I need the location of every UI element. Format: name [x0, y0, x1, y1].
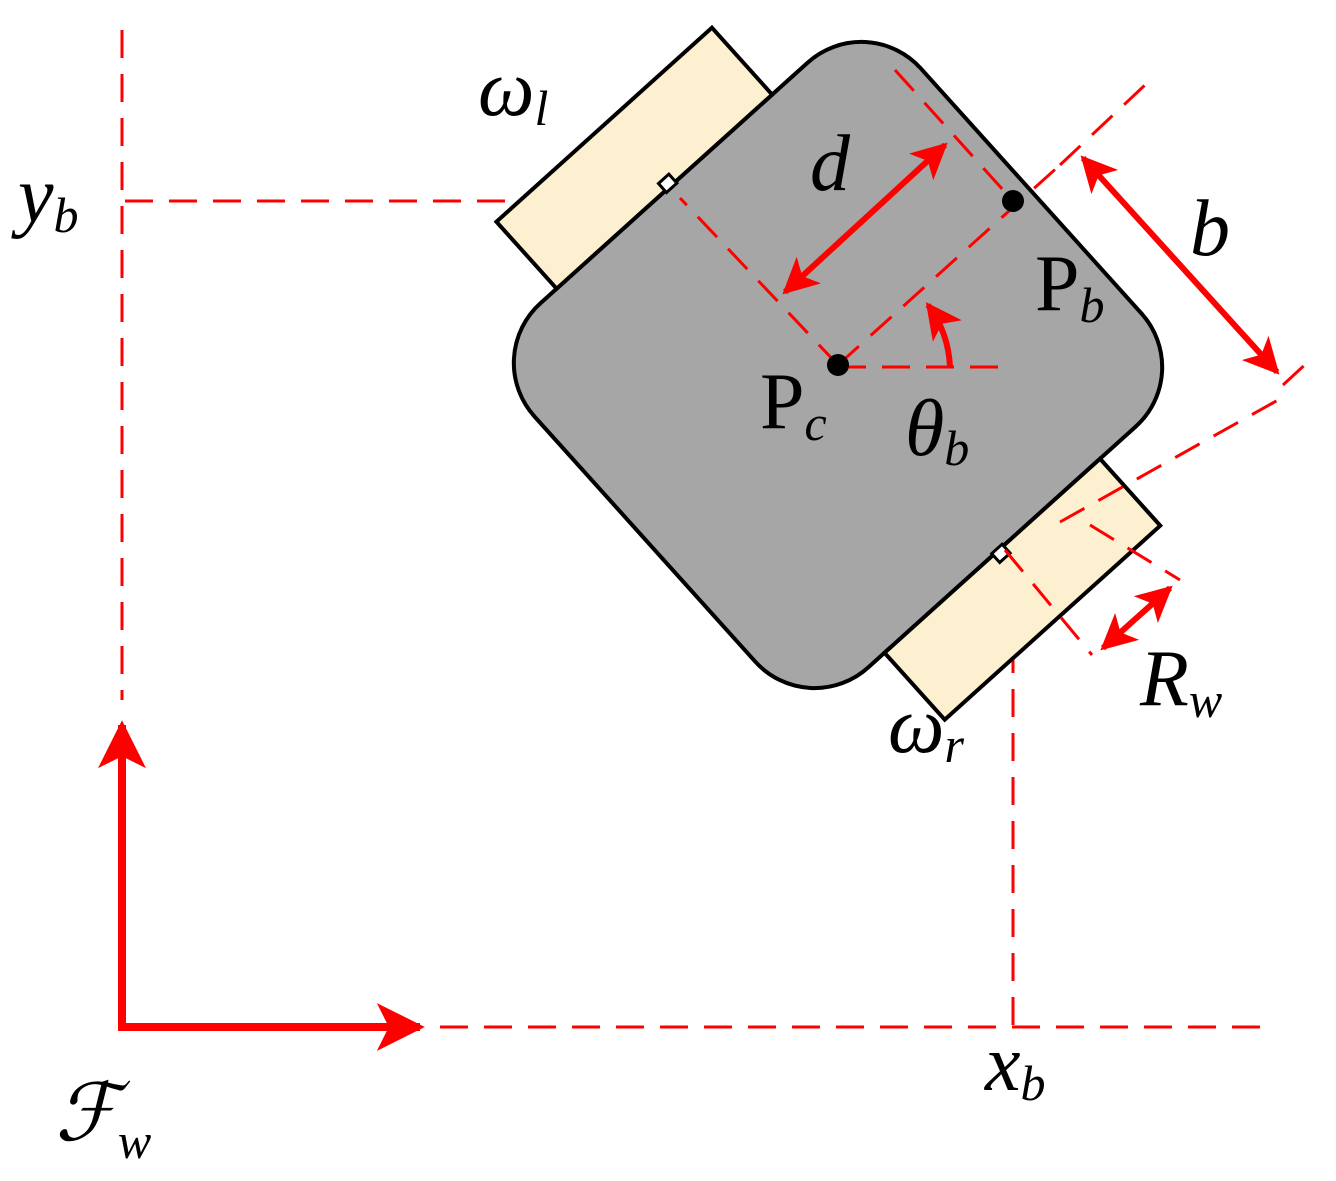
pc-to-front-line: [678, 196, 840, 367]
b-extension-top: [1058, 83, 1147, 167]
left-axle: [656, 172, 680, 195]
pc-to-pb-line: [836, 163, 1062, 367]
wheel-axis-line: [1003, 549, 1094, 656]
rw-extension-line: [1089, 523, 1181, 582]
dimension-arrows: [98, 142, 1280, 1051]
pb-label: Pb: [1035, 240, 1105, 333]
theta-arc: [925, 302, 962, 368]
b-bottom-dashed: [1281, 358, 1312, 387]
pc-label: Pc: [760, 358, 827, 451]
world-frame-label: ℱw: [55, 1070, 151, 1169]
pc-point: [827, 354, 849, 376]
labels: ℱw xb yb ωl ωr d b Pb Pc θb Rw: [11, 45, 1230, 1169]
rw-arrow: [1100, 585, 1173, 651]
omega-l-label: ωl: [478, 45, 548, 136]
d-arrow: [782, 142, 948, 295]
right-axle: [989, 542, 1013, 565]
rw-label: Rw: [1139, 635, 1222, 728]
omega-r-label: ωr: [888, 682, 964, 773]
body-geometry-dashed: [678, 68, 1312, 656]
b-label: b: [1190, 185, 1230, 273]
yb-label: yb: [11, 152, 79, 243]
pb-point: [1002, 190, 1024, 212]
b-arrow: [1080, 155, 1280, 375]
theta-b-label: θb: [905, 385, 969, 476]
d-extension-line: [893, 68, 1015, 203]
d-label: d: [810, 120, 851, 208]
xb-label: xb: [984, 1020, 1046, 1111]
